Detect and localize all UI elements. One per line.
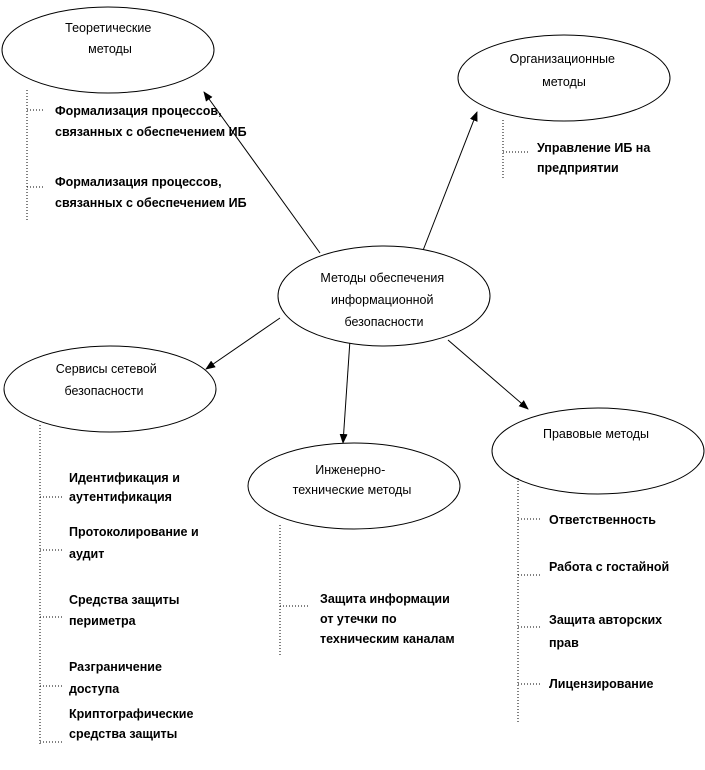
item-legal-1: Ответственность: [549, 513, 656, 527]
item-legal-2: Работа с гостайной: [549, 560, 669, 574]
item-organizational-1: Управление ИБ на предприятии: [537, 141, 654, 175]
item-network-5: Криптографические средства защиты: [69, 707, 197, 741]
label-theoretical: Теоретические методы: [65, 21, 155, 56]
arrow-to-network: [205, 317, 281, 370]
node-network: [3, 345, 217, 433]
arrow-to-theoretical: [203, 91, 321, 254]
label-legal: Правовые методы: [543, 427, 649, 441]
item-theoretical-1: Формализация процессов, связанных с обес…: [55, 104, 247, 139]
bracket-engineering: [279, 525, 310, 655]
bracket-organizational: [502, 120, 530, 178]
bracket-legal: [517, 478, 540, 722]
item-legal-4: Лицензирование: [549, 677, 654, 691]
node-organizational: [457, 34, 671, 122]
item-network-2: Протоколирование и аудит: [69, 525, 202, 561]
bracket-network: [39, 425, 62, 745]
node-engineering: [247, 442, 461, 530]
label-engineering: Инженерно- технические методы: [293, 463, 412, 497]
item-network-4: Разграничение доступа: [69, 660, 165, 696]
item-network-3: Средства защиты периметра: [69, 593, 183, 628]
item-engineering-1: Защита информации от утечки по техническ…: [320, 592, 455, 646]
arrow-to-legal: [447, 339, 529, 410]
node-theoretical: [1, 6, 215, 94]
node-center: [277, 245, 491, 347]
arrow-to-engineering: [339, 339, 351, 444]
label-network: Сервисы сетевой безопасности: [56, 362, 161, 398]
item-legal-3: Защита авторских прав: [549, 613, 666, 650]
arrow-to-organizational: [421, 111, 478, 254]
label-organizational: Организационные методы: [510, 52, 619, 89]
bracket-theoretical: [26, 90, 45, 220]
item-network-1: Идентификация и аутентификация: [69, 471, 183, 504]
item-theoretical-2: Формализация процессов, связанных с обес…: [55, 175, 247, 210]
label-center: Методы обеспечения информационной безопа…: [320, 271, 447, 329]
node-legal: [491, 407, 705, 495]
